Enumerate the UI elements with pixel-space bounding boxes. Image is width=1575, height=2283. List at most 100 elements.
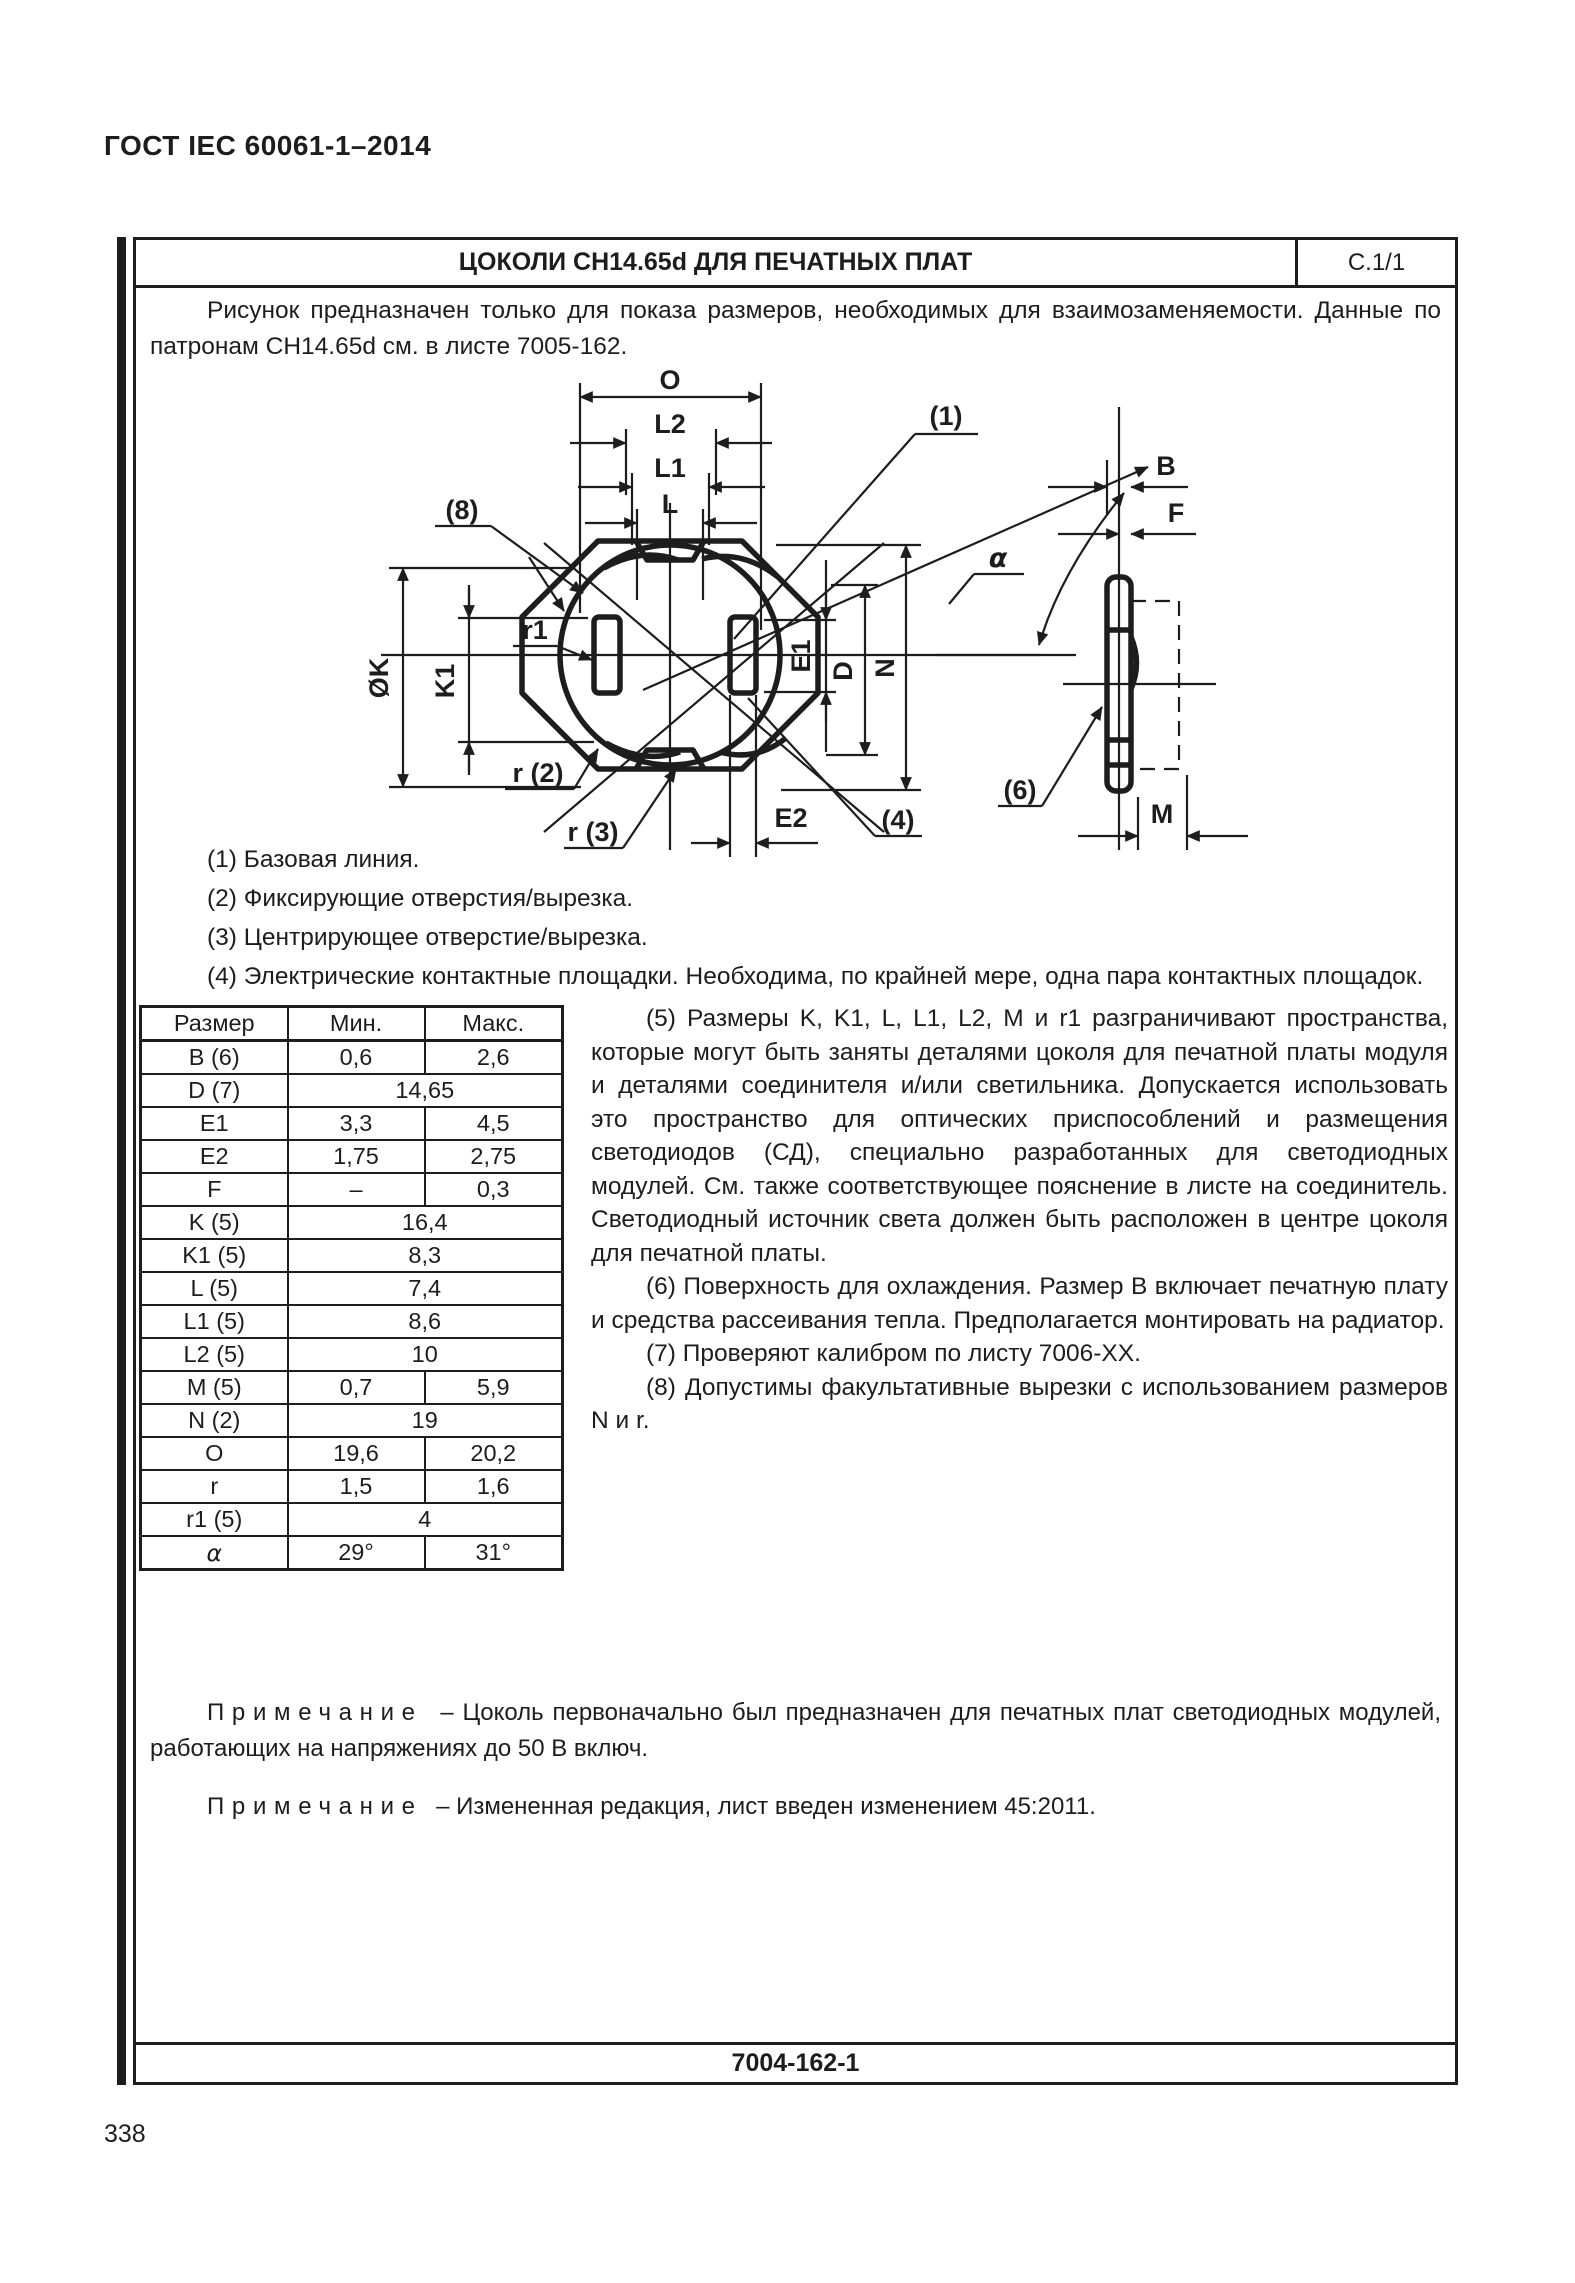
dim-label-f: F xyxy=(1168,498,1185,528)
dim-label-l2: L2 xyxy=(654,409,686,439)
remark-1: Примечание – Цоколь первоначально был пр… xyxy=(150,1695,1441,1767)
dim-min: 3,3 xyxy=(286,1106,426,1141)
dim-label-l: L xyxy=(662,489,679,519)
dim-value: 8,3 xyxy=(286,1238,564,1273)
figure-notes-5-8: (5) Размеры K, K1, L, L1, L2, M и r1 раз… xyxy=(591,1002,1448,1438)
technical-drawing: O L2 L1 L (1) (8) ØK K1 r1 r (2) r (3) E… xyxy=(136,345,1461,870)
dim-value: 14,65 xyxy=(286,1073,564,1108)
note-5: (5) Размеры K, K1, L, L1, L2, M и r1 раз… xyxy=(591,1005,1448,1267)
sheet-title: ЦОКОЛИ CH14.65d ДЛЯ ПЕЧАТНЫХ ПЛАТ xyxy=(458,248,973,276)
dim-name: K (5) xyxy=(139,1205,289,1240)
dim-name: L (5) xyxy=(139,1271,289,1306)
dim-max: 5,9 xyxy=(423,1370,564,1405)
sheet-number-bar: 7004-162-1 xyxy=(136,2042,1455,2082)
sheet-titlebar: ЦОКОЛИ CH14.65d ДЛЯ ПЕЧАТНЫХ ПЛАТ С.1/1 xyxy=(136,240,1455,288)
dim-label-n: N xyxy=(870,658,900,678)
page-number: 338 xyxy=(104,2120,146,2148)
dim-max: 2,75 xyxy=(423,1139,564,1174)
remark-label: Примечание xyxy=(207,1699,423,1726)
dim-label-k1: K1 xyxy=(430,664,460,699)
dim-name: r xyxy=(139,1469,289,1504)
dim-label-d: D xyxy=(828,661,858,681)
sheet-number: 7004-162-1 xyxy=(731,2049,860,2077)
dim-min: 19,6 xyxy=(286,1436,426,1471)
note-6: (6) Поверхность для охлаждения. Размер B… xyxy=(591,1273,1448,1334)
dim-max: 2,6 xyxy=(423,1039,564,1075)
table-row: L1 (5)8,6 xyxy=(139,1304,564,1339)
side-view xyxy=(1048,407,1248,850)
dim-min: 29° xyxy=(286,1535,426,1571)
table-row: D (7)14,65 xyxy=(139,1073,564,1108)
note-7: (7) Проверяют калибром по листу 7006-XX. xyxy=(646,1340,1141,1367)
dim-name: D (7) xyxy=(139,1073,289,1108)
left-rule xyxy=(117,237,126,2085)
table-row: r1 (5)4 xyxy=(139,1502,564,1537)
dim-max: 1,6 xyxy=(423,1469,564,1504)
dim-value: 10 xyxy=(286,1337,564,1372)
cap-body-outline xyxy=(519,538,821,772)
intro-paragraph: Рисунок предназначен только для показа р… xyxy=(150,297,1441,360)
dim-min: 1,5 xyxy=(286,1469,426,1504)
table-header-row: Размер Мин. Макс. xyxy=(139,1005,564,1042)
remarks-block: Примечание – Цоколь первоначально был пр… xyxy=(150,1695,1441,1847)
dim-label-r2: r (2) xyxy=(512,758,563,788)
contact-pad-right xyxy=(727,614,759,696)
dim-name: F xyxy=(139,1172,289,1207)
remark-2: Примечание – Измененная редакция, лист в… xyxy=(150,1789,1441,1825)
dim-min: – xyxy=(286,1172,426,1207)
ref-label-4: (4) xyxy=(882,805,915,835)
dim-min: 0,7 xyxy=(286,1370,426,1405)
remark-text: – Цоколь первоначально был предназначен … xyxy=(150,1699,1442,1762)
note-2: (2) Фиксирующие отверстия/вырезка. xyxy=(207,885,634,912)
ref-label-8: (8) xyxy=(446,495,479,525)
dim-name: M (5) xyxy=(139,1370,289,1405)
dim-label-m: M xyxy=(1151,799,1174,829)
dim-name: r1 (5) xyxy=(139,1502,289,1537)
dim-value: 16,4 xyxy=(286,1205,564,1240)
dim-min: 0,6 xyxy=(286,1039,426,1075)
dim-name: α xyxy=(139,1535,289,1571)
dim-max: 4,5 xyxy=(423,1106,564,1141)
dim-name: N (2) xyxy=(139,1403,289,1438)
dim-value: 7,4 xyxy=(286,1271,564,1306)
dim-name: E2 xyxy=(139,1139,289,1174)
dim-name: L1 (5) xyxy=(139,1304,289,1339)
ref-label-6: (6) xyxy=(1004,775,1037,805)
dim-max: 0,3 xyxy=(423,1172,564,1207)
table-row: K1 (5)8,3 xyxy=(139,1238,564,1273)
note-3: (3) Центрирующее отверстие/вырезка. xyxy=(207,924,648,951)
dim-label-r3: r (3) xyxy=(567,817,618,847)
table-row: F–0,3 xyxy=(139,1172,564,1207)
table-row: L2 (5)10 xyxy=(139,1337,564,1372)
dim-value: 8,6 xyxy=(286,1304,564,1339)
figure-notes-1-4: (1) Базовая линия. (2) Фиксирующие отвер… xyxy=(150,840,1441,996)
note-1: (1) Базовая линия. xyxy=(207,846,420,873)
sheet-page-ref: С.1/1 xyxy=(1295,240,1455,285)
dim-name: O xyxy=(139,1436,289,1471)
col-header-size: Размер xyxy=(139,1005,289,1042)
dim-label-alpha: α xyxy=(989,543,1008,574)
note-8: (8) Допустимы факультативные вырезки с и… xyxy=(591,1373,1448,1435)
note-4: (4) Электрические контактные площадки. Н… xyxy=(207,963,1424,990)
remark-label: Примечание xyxy=(207,1793,423,1820)
dim-min: 1,75 xyxy=(286,1139,426,1174)
table-row: K (5)16,4 xyxy=(139,1205,564,1240)
remark-text: – Измененная редакция, лист введен измен… xyxy=(436,1793,1096,1820)
dim-name: B (6) xyxy=(139,1039,289,1075)
data-sheet-frame: ЦОКОЛИ CH14.65d ДЛЯ ПЕЧАТНЫХ ПЛАТ С.1/1 … xyxy=(133,237,1458,2085)
dim-value: 19 xyxy=(286,1403,564,1438)
col-header-min: Мин. xyxy=(286,1005,426,1042)
dim-label-e2: E2 xyxy=(774,803,807,833)
dim-label-l1: L1 xyxy=(654,453,686,483)
dim-value: 4 xyxy=(286,1502,564,1537)
col-header-max: Макс. xyxy=(423,1005,564,1042)
ref-label-1: (1) xyxy=(930,401,963,431)
